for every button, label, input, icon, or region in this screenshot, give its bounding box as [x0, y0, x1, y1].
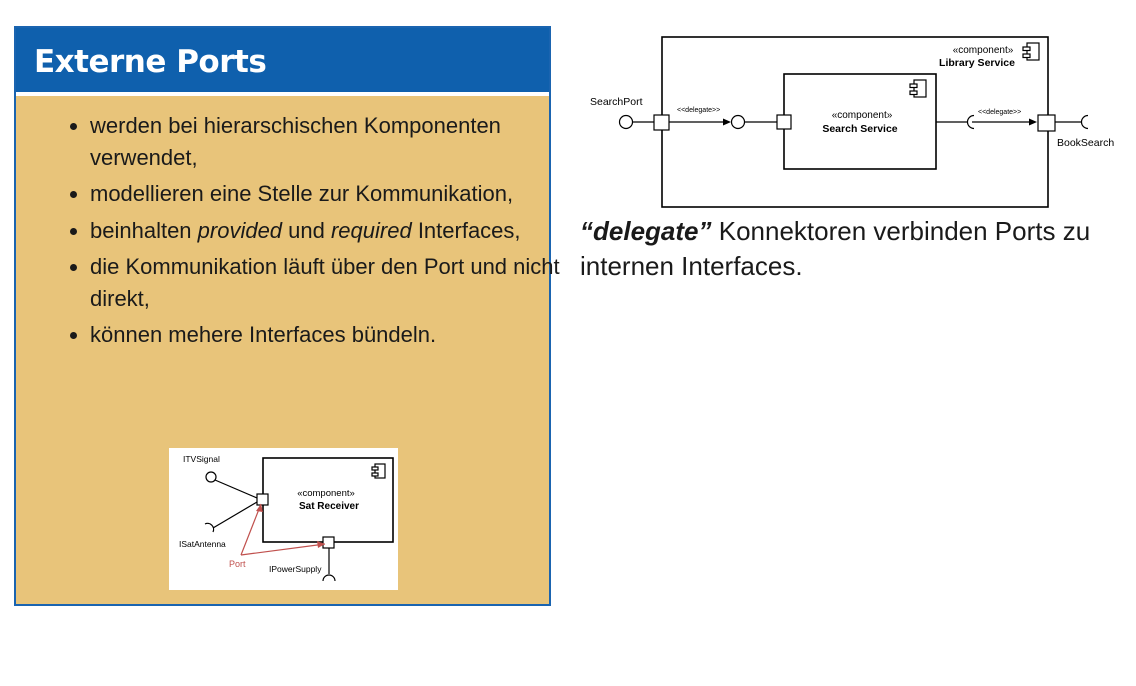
bullet-item: können mehere Interfaces bündeln. [90, 319, 560, 351]
bullet-item: die Kommunikation läuft über den Port un… [90, 251, 560, 314]
bullet-list: werden bei hierarschischen Komponenten v… [64, 110, 560, 356]
delegate-keyword: “delegate” [580, 216, 712, 246]
delegate-text: Konnektoren verbinden Ports zu internen … [580, 216, 1091, 281]
outer-name: Library Service [939, 57, 1015, 69]
isat-label: ISatAntenna [179, 539, 226, 549]
bullet-item: beinhalten provided und required Interfa… [90, 215, 560, 247]
component-icon [371, 463, 386, 479]
sat-port-left [256, 493, 269, 506]
booksearch-label: BookSearch [1057, 137, 1114, 149]
sat-receiver-svg: «component» Sat Receiver ITVSignal ISatA… [179, 454, 394, 582]
power-required-icon [322, 574, 336, 582]
port-arrowhead-up [256, 504, 263, 512]
delegate-explanation: “delegate” Konnektoren verbinden Ports z… [580, 214, 1110, 284]
search-service-box [783, 73, 937, 170]
booksearch-required-icon [1080, 114, 1089, 130]
power-label: IPowerSupply [269, 564, 322, 574]
delegate-right-label: <<delegate>> [978, 109, 1021, 116]
inner-name: Search Service [822, 123, 897, 135]
panel-header: Externe Ports [16, 28, 549, 96]
delegate-left-label: <<delegate>> [677, 107, 720, 114]
searchport-provided-icon [618, 114, 634, 130]
isat-line [212, 501, 258, 529]
port-arrowhead-right [317, 541, 325, 548]
port-pointer-arrows [240, 503, 326, 556]
booksearch-port [1037, 114, 1056, 132]
itv-provided-icon [205, 471, 217, 483]
port-label: Port [229, 559, 246, 569]
sat-stereotype: «component» [297, 488, 355, 499]
bullet-item: werden bei hierarschischen Komponenten v… [90, 110, 560, 173]
itv-label: ITVSignal [183, 454, 220, 464]
library-service-diagram: «component» Library Service «component» … [585, 34, 1125, 214]
sat-port-bottom [322, 536, 335, 549]
search-port [653, 114, 670, 131]
delegate-right-arrowhead [1029, 118, 1037, 126]
externe-ports-panel: Externe Ports werden bei hierarschischen… [14, 26, 560, 606]
sat-name: Sat Receiver [299, 501, 359, 512]
searchport-label: SearchPort [590, 96, 643, 108]
panel-title: Externe Ports [34, 44, 267, 80]
inner-required-icon [966, 114, 975, 130]
outer-component-icon [1022, 42, 1040, 61]
outer-stereotype: «component» [953, 45, 1014, 56]
inner-component-icon [909, 79, 927, 98]
inner-provided-icon [730, 114, 746, 130]
delegate-left-arrowhead [723, 118, 731, 126]
bullet-item: modellieren eine Stelle zur Kommunikatio… [90, 178, 560, 210]
sat-receiver-component-box [262, 457, 394, 543]
itv-line [214, 479, 258, 499]
library-service-svg: «component» Library Service «component» … [590, 36, 1114, 208]
inner-port-left [776, 114, 792, 130]
inner-stereotype: «component» [832, 110, 893, 121]
sat-receiver-diagram: «component» Sat Receiver ITVSignal ISatA… [169, 448, 398, 590]
isat-required-icon [204, 522, 215, 533]
